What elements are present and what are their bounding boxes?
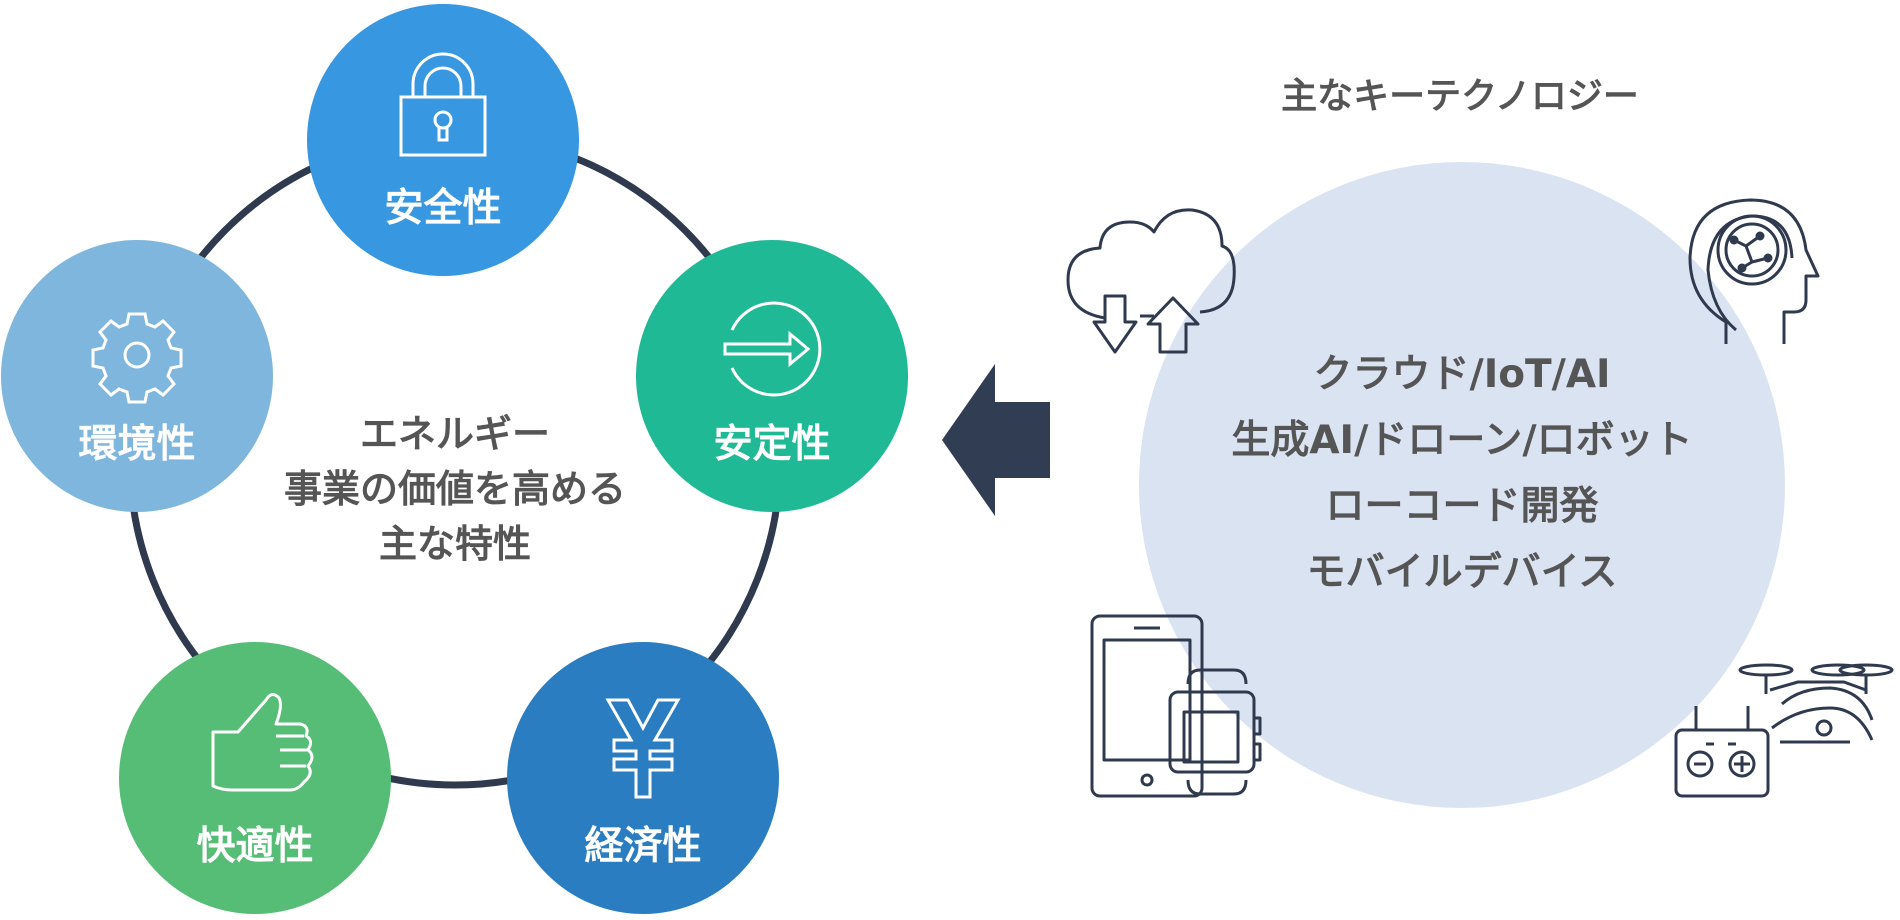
yen-icon: [605, 698, 681, 799]
center-line-2: 事業の価値を高める: [284, 467, 626, 511]
node-economy: 経済性: [507, 642, 779, 914]
tech-list: クラウド/IoT/AI 生成AI/ドローン/ロボット ローコード開発 モバイルデ…: [1231, 352, 1692, 595]
node-label-safety: 安全性: [384, 186, 501, 231]
thumbs-up-icon: [211, 693, 314, 792]
smartphone-watch-icon: [1090, 614, 1262, 798]
center-line-1: エネルギー: [360, 412, 550, 456]
gear-icon: [91, 312, 183, 404]
node-stability: 安定性: [636, 240, 908, 512]
left-arrow-icon: [942, 364, 1050, 516]
node-label-comfort: 快適性: [196, 824, 313, 869]
tech-circle: [1139, 162, 1785, 808]
tech-line-1: クラウド/IoT/AI: [1313, 352, 1610, 397]
node-label-stability: 安定性: [713, 422, 830, 467]
tech-line-2: 生成AI/ドローン/ロボット: [1231, 418, 1692, 463]
tech-line-3: ローコード開発: [1325, 484, 1599, 529]
node-label-economy: 経済性: [584, 824, 701, 869]
arrow-right-circle-icon: [723, 301, 822, 397]
cycle-center-text: エネルギー 事業の価値を高める 主な特性: [284, 412, 626, 566]
node-environment: 環境性: [1, 240, 273, 512]
drone-controller-icon: [1674, 663, 1894, 798]
cloud-sync-icon: [1066, 208, 1236, 354]
node-safety: 安全性: [307, 4, 579, 276]
lock-icon: [399, 52, 487, 157]
node-comfort: 快適性: [119, 642, 391, 914]
ai-head-icon: [1688, 198, 1820, 344]
tech-line-4: モバイルデバイス: [1307, 550, 1618, 595]
tech-heading: 主なキーテクノロジー: [1281, 76, 1639, 117]
center-line-3: 主な特性: [379, 522, 531, 566]
node-label-environment: 環境性: [78, 422, 195, 467]
